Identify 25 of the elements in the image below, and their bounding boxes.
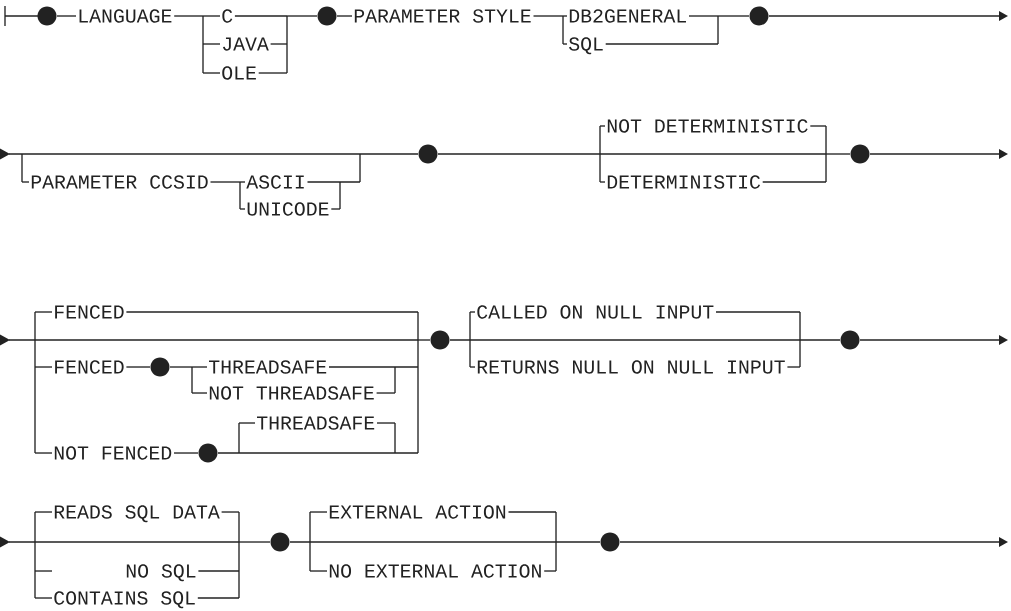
keyword: OLE bbox=[222, 66, 256, 80]
keyword: FENCED bbox=[55, 305, 124, 319]
keyword: SQL bbox=[569, 37, 603, 55]
keyword: NO SQL bbox=[126, 564, 196, 582]
keyword: RETURNS NULL ON NULL INPUT bbox=[477, 360, 785, 374]
keyword: THREADSAFE bbox=[209, 360, 327, 374]
keyword: LANGUAGE bbox=[79, 9, 172, 23]
keyword: ASCII bbox=[246, 175, 304, 189]
keyword: UNICODE bbox=[247, 202, 329, 216]
keyword: READS SQL DATA bbox=[54, 505, 220, 523]
keyword: JAVA bbox=[222, 37, 269, 51]
keyword: EXTERNAL ACTION bbox=[329, 505, 506, 519]
keyword: THREADSAFE bbox=[257, 416, 375, 430]
keyword: NOT THREADSAFE bbox=[209, 386, 374, 400]
keyword: PARAMETER STYLE bbox=[354, 9, 531, 23]
keyword: DETERMINISTIC bbox=[607, 175, 761, 189]
keyword: CONTAINS SQL bbox=[54, 591, 195, 609]
keyword: PARAMETER CCSID bbox=[31, 175, 208, 189]
keyword: NO EXTERNAL ACTION bbox=[329, 564, 541, 578]
keyword: FENCED bbox=[55, 360, 124, 374]
keyword: DB2GENERAL bbox=[569, 9, 686, 23]
keyword: CALLED ON NULL INPUT bbox=[477, 305, 714, 319]
keyword: NOT FENCED bbox=[54, 446, 172, 460]
keyword: NOT DETERMINISTIC bbox=[607, 119, 808, 133]
keyword: C bbox=[222, 9, 233, 23]
